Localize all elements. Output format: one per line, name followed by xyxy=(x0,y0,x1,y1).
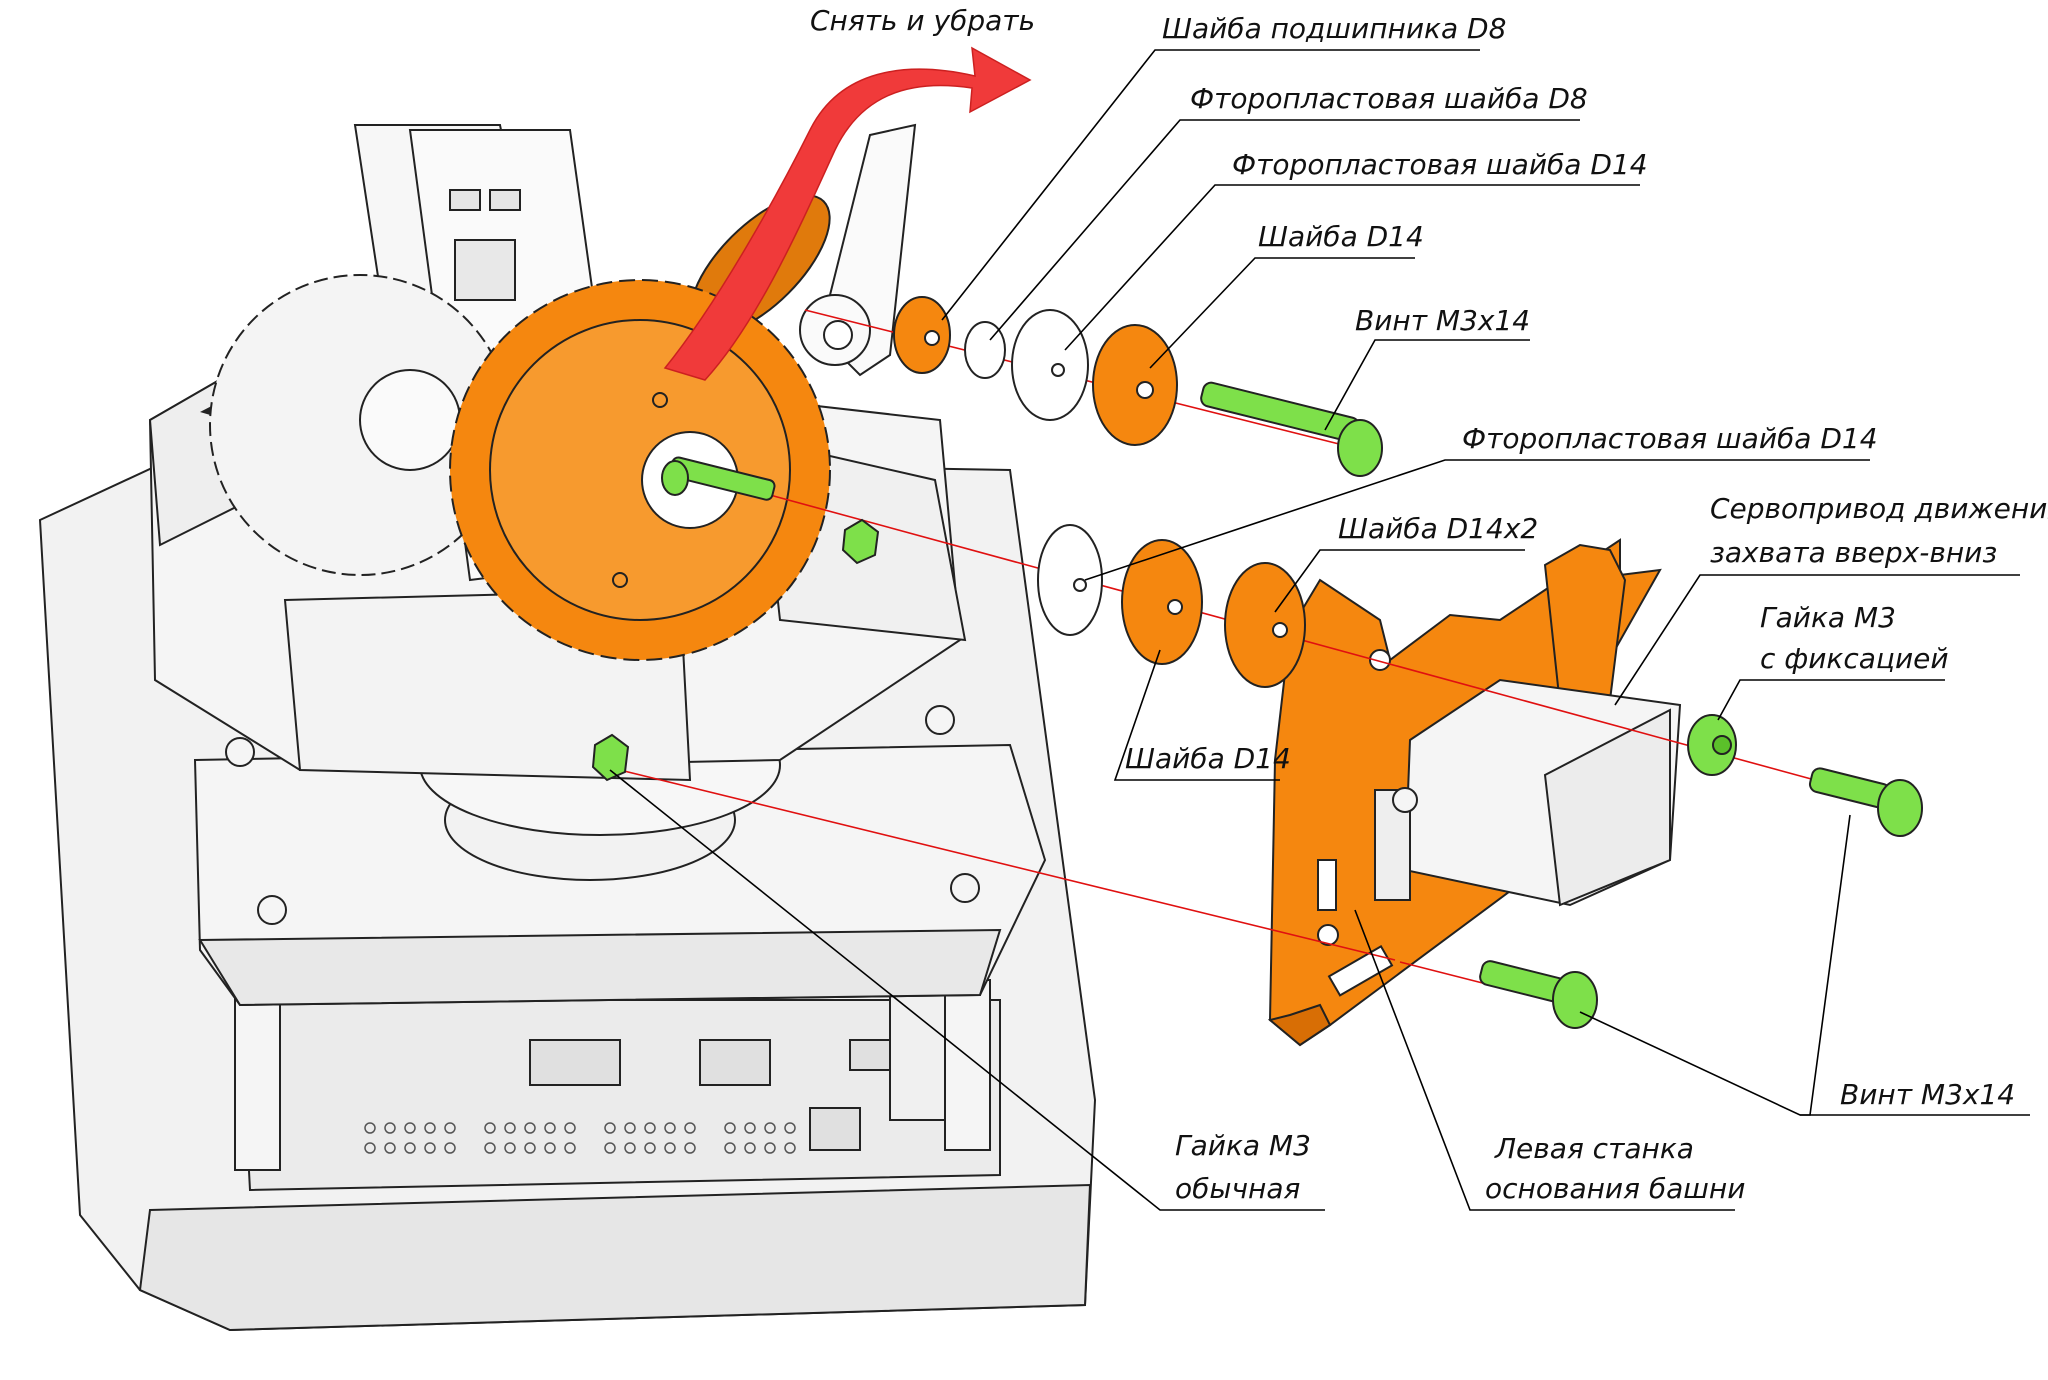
arm-window xyxy=(454,239,516,301)
leader-screw-right xyxy=(1800,814,1851,1116)
standoff xyxy=(234,979,281,1171)
orange-gear-face xyxy=(489,319,791,621)
washer-d14x2-hole xyxy=(1272,622,1288,638)
label-servo-line2: захвата вверх-вниз xyxy=(1710,536,1997,569)
left-plate-slot xyxy=(1327,944,1394,997)
leader-locknut xyxy=(1717,679,1945,721)
leader-screw-lower xyxy=(1579,1011,2030,1116)
control-board xyxy=(238,999,1001,1192)
washer-d14x2 xyxy=(1224,562,1306,688)
leader-lines xyxy=(609,49,2030,1211)
left-plate-hole xyxy=(1317,924,1339,946)
bearing-washer-d8-hole xyxy=(924,330,940,346)
leader-plain-nut xyxy=(609,769,1325,1211)
ptfe-washer-d14-top-hole xyxy=(1051,363,1065,377)
lever-pivot-hole xyxy=(823,320,853,350)
board-chip xyxy=(849,1039,896,1071)
leader-ptfe-d14-mid xyxy=(1084,459,1870,581)
label-locknut-line1: Гайка М3 xyxy=(1760,601,1896,634)
label-left-plate-line2: основания башни xyxy=(1485,1172,1745,1205)
white-gear-hub xyxy=(359,369,461,471)
washer-d14-low xyxy=(1121,539,1203,665)
arm-slot xyxy=(449,189,481,211)
ptfe-washer-d14-mid-hole xyxy=(1073,578,1087,592)
label-left-plate-line1: Левая станка xyxy=(1494,1132,1694,1165)
upper-fastener-stack xyxy=(591,296,1383,782)
board-chip xyxy=(699,1039,771,1086)
screw-m3x14-right-head xyxy=(1877,779,1923,837)
left-tower-plate xyxy=(1267,538,1682,1047)
label-plain-nut-line2: обычная xyxy=(1175,1172,1300,1205)
leader-washer-d14-top xyxy=(1149,257,1415,369)
leader-washer-d14-low xyxy=(1113,649,1280,781)
axis-middle xyxy=(769,494,1871,796)
ptfe-washer-d14-mid xyxy=(1037,524,1103,636)
arm-slot xyxy=(489,189,521,211)
label-ptfe-washer-d14-top: Фторопластовая шайба D14 xyxy=(1232,148,1648,181)
leader-washer-d14x2 xyxy=(1274,549,1525,613)
servo-front xyxy=(1543,708,1671,907)
label-servo-line1: Сервопривод движения xyxy=(1710,492,2048,525)
board-pin-grid xyxy=(364,1122,796,1154)
washer-d14-top-hole xyxy=(1136,381,1154,399)
label-washer-d14x2: Шайба D14х2 xyxy=(1338,512,1538,545)
locknut-m3-hole xyxy=(1712,735,1732,755)
middle-fastener-stack xyxy=(1037,524,1923,837)
removal-arrow xyxy=(663,46,1032,381)
screw-m3x14-lower-head xyxy=(1552,971,1598,1029)
bearing-washer-d8 xyxy=(893,296,951,374)
board-chip xyxy=(529,1039,621,1086)
label-plain-nut-line1: Гайка М3 xyxy=(1175,1129,1311,1162)
left-plate-hole xyxy=(1369,649,1391,671)
callout-labels: Снять и убрать Шайба подшипника D8 Фторо… xyxy=(810,4,2048,1205)
lower-fastener xyxy=(1479,960,1598,1029)
screw-m3x14-top xyxy=(1200,381,1360,443)
axis-lower xyxy=(619,769,1396,961)
left-plate-edge xyxy=(1267,1003,1332,1047)
label-ptfe-washer-d14-mid: Фторопластовая шайба D14 xyxy=(1462,422,1878,455)
base-plate-edge xyxy=(138,1183,1092,1332)
ptfe-washer-d8 xyxy=(964,321,1006,379)
label-remove: Снять и убрать xyxy=(810,4,1035,37)
orange-gear-bolt xyxy=(612,572,628,588)
label-locknut-line2: с фиксацией xyxy=(1760,642,1949,675)
left-plate-slot xyxy=(1317,859,1337,911)
board-button xyxy=(809,1107,861,1151)
leader-servo xyxy=(1614,574,2020,706)
orange-gear-bolt xyxy=(652,392,668,408)
label-ptfe-washer-d8: Фторопластовая шайба D8 xyxy=(1190,82,1588,115)
leader-screw-top xyxy=(1324,339,1530,431)
washer-d14-top xyxy=(1092,324,1178,446)
gear-screw-head xyxy=(661,460,689,496)
middle-plate-edge xyxy=(198,928,1002,1007)
ptfe-washer-d14-top xyxy=(1011,309,1089,421)
washer-d14-low-hole xyxy=(1167,599,1183,615)
orange-gear-assembly xyxy=(449,123,917,661)
plain-nut-m3 xyxy=(591,733,630,782)
screw-m3x14-top-head xyxy=(1337,419,1383,477)
green-nut-upper xyxy=(841,518,880,565)
label-screw-m3x14-top: Винт М3х14 xyxy=(1355,304,1530,337)
leader-bearing-washer xyxy=(941,49,1480,321)
servo-mount-screw xyxy=(1392,787,1418,813)
label-washer-d14-low: Шайба D14 xyxy=(1125,742,1291,775)
label-washer-d14-top: Шайба D14 xyxy=(1258,220,1424,253)
motor-cylinder xyxy=(889,989,946,1121)
label-screw-m3x14-low: Винт М3х14 xyxy=(1840,1078,2015,1111)
leader-ptfe-d8 xyxy=(989,119,1580,341)
leader-ptfe-d14-top xyxy=(1064,184,1640,351)
leader-left-plate xyxy=(1354,909,1735,1211)
standoff xyxy=(944,979,991,1151)
label-bearing-washer-d8: Шайба подшипника D8 xyxy=(1162,12,1506,45)
